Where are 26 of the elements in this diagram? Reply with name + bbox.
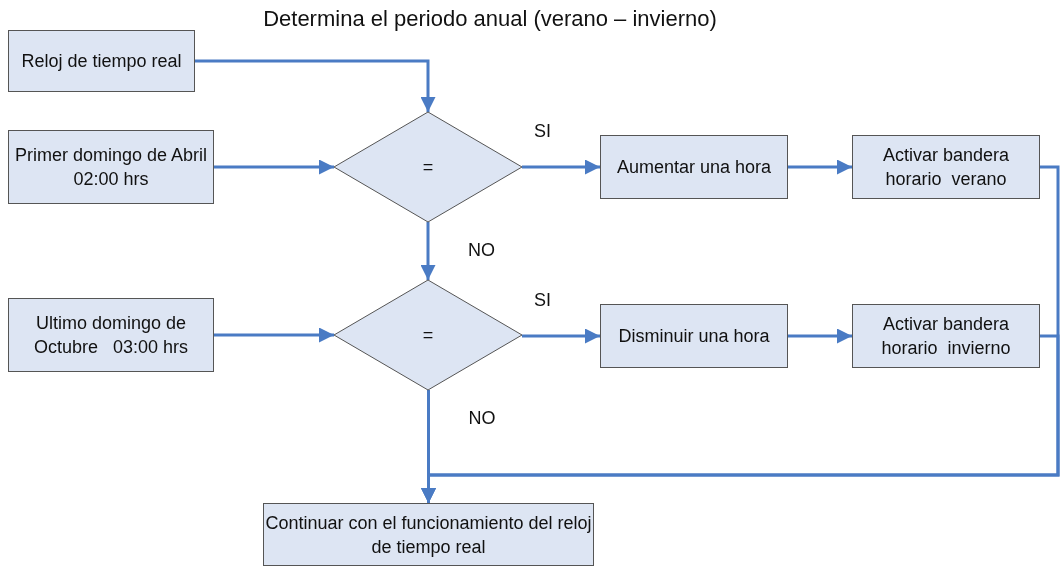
arrow <box>788 159 852 175</box>
process-box: Activar bandera horario verano <box>852 135 1040 199</box>
process-box: Continuar con el funcionamiento del reloj de tiempo real <box>263 503 594 566</box>
decision-diamond <box>334 280 522 390</box>
edge-label: SI <box>534 121 551 142</box>
arrow <box>214 159 334 175</box>
edge-label: NO <box>468 408 496 429</box>
arrow <box>421 334 1060 503</box>
process-box: Aumentar una hora <box>600 135 788 199</box>
arrow <box>522 159 600 175</box>
arrow <box>420 222 436 280</box>
process-box: Ultimo domingo de Octubre 03:00 hrs <box>8 298 214 372</box>
decision-diamond <box>334 112 522 222</box>
arrow <box>788 328 852 344</box>
process-box: Primer domingo de Abril 02:00 hrs <box>8 130 214 204</box>
decision-text: = <box>422 156 434 179</box>
arrow <box>522 328 600 344</box>
arrow <box>214 327 334 343</box>
process-box: Activar bandera horario invierno <box>852 304 1040 368</box>
arrow <box>195 59 436 112</box>
process-box: Reloj de tiempo real <box>8 30 195 92</box>
edge-label: NO <box>468 240 495 261</box>
diagram-title: Determina el periodo anual (verano – invierno) <box>262 6 718 32</box>
decision-text: = <box>422 324 434 347</box>
edge-label: SI <box>534 290 551 311</box>
process-box: Disminuir una hora <box>600 304 788 368</box>
